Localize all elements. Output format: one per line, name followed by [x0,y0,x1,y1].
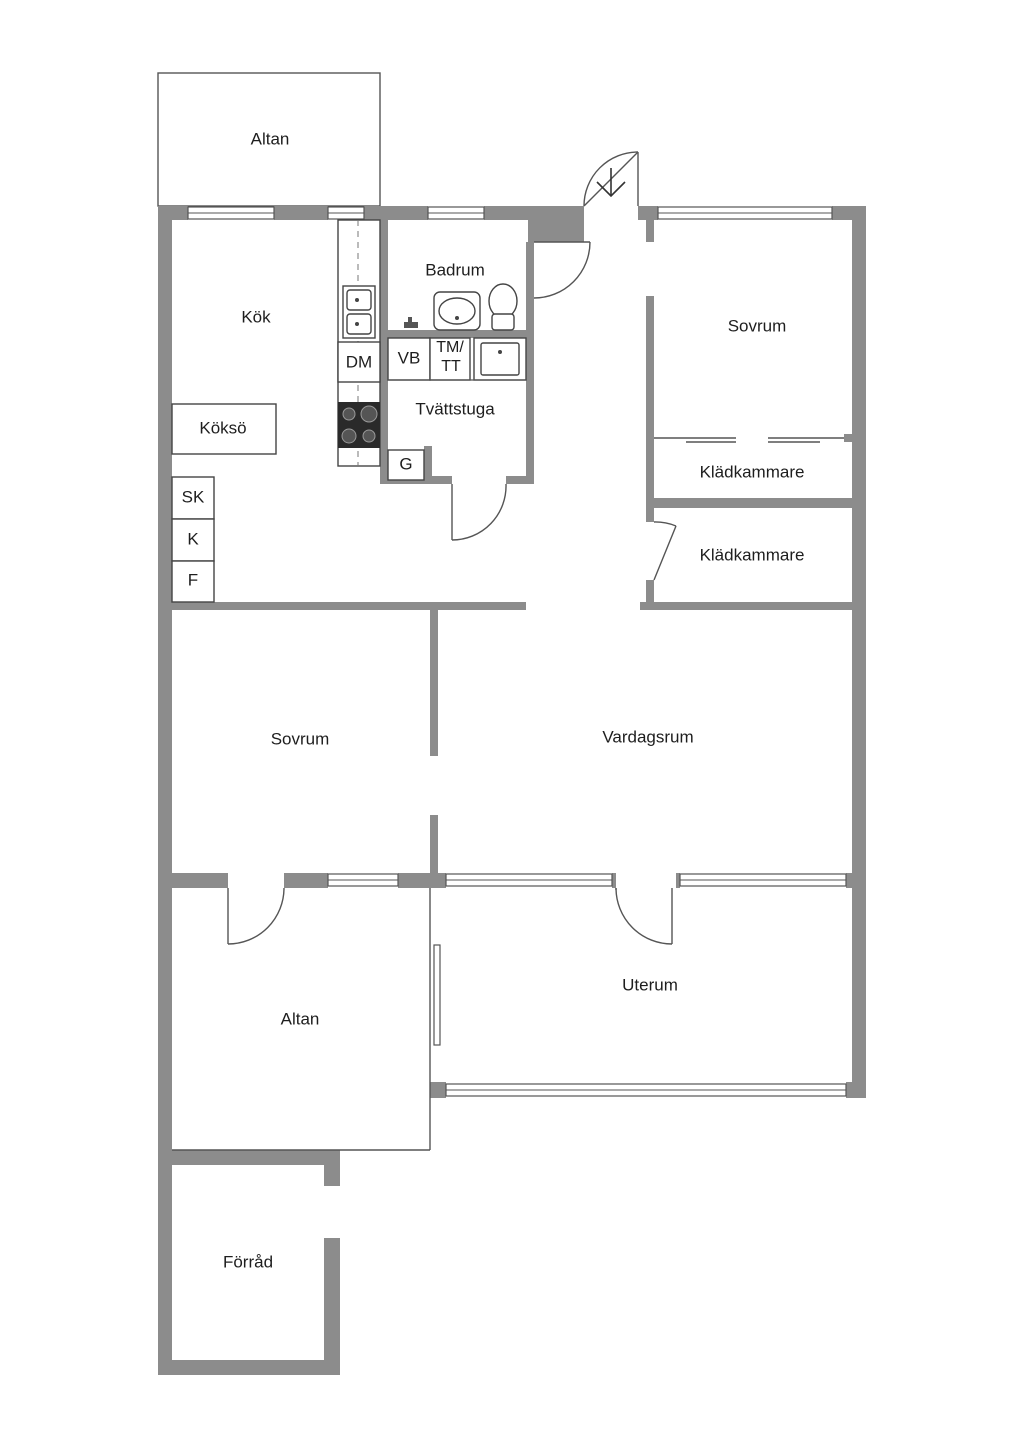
doors [227,151,844,945]
room-label-forrad: Förråd [223,1252,273,1271]
room-label-badrum: Badrum [425,260,485,279]
room-label-altan-top: Altan [251,129,290,148]
room-label-kladkammare-1: Klädkammare [700,462,805,481]
room-label-vardagsrum: Vardagsrum [602,727,693,746]
faucet-icon [404,317,418,328]
stove-icon [338,402,380,448]
kitchen-island [171,403,277,455]
windows [187,206,847,1097]
kitchen-counter [337,219,381,467]
label-tm-tt-2: TT [441,358,461,375]
room-label-sovrum-right: Sovrum [728,316,787,335]
label-f: F [188,570,198,589]
label-tm-tt-1: TM/ [436,339,464,356]
label-g: G [399,454,412,473]
room-label-uterum: Uterum [622,975,678,994]
label-vb: VB [398,348,421,367]
room-label-altan-bottom: Altan [281,1009,320,1028]
exterior-walls [158,206,866,1375]
room-label-sovrum-left: Sovrum [271,729,330,748]
laundry-fixtures [387,337,527,481]
entrance-arrow-icon [596,168,626,198]
room-label-kladkammare-2: Klädkammare [700,545,805,564]
label-k: K [187,529,199,548]
room-label-kok: Kök [241,307,271,326]
label-dm: DM [346,352,372,371]
room-label-tvattstuga: Tvättstuga [415,399,495,418]
kitchen-storage [171,476,215,603]
label-kokso: Köksö [199,418,246,437]
washbasin-icon [433,291,481,331]
label-sk: SK [182,487,205,506]
toilet-icon [488,283,518,331]
sink-icon [342,285,376,339]
altan-top-outline [157,72,381,207]
